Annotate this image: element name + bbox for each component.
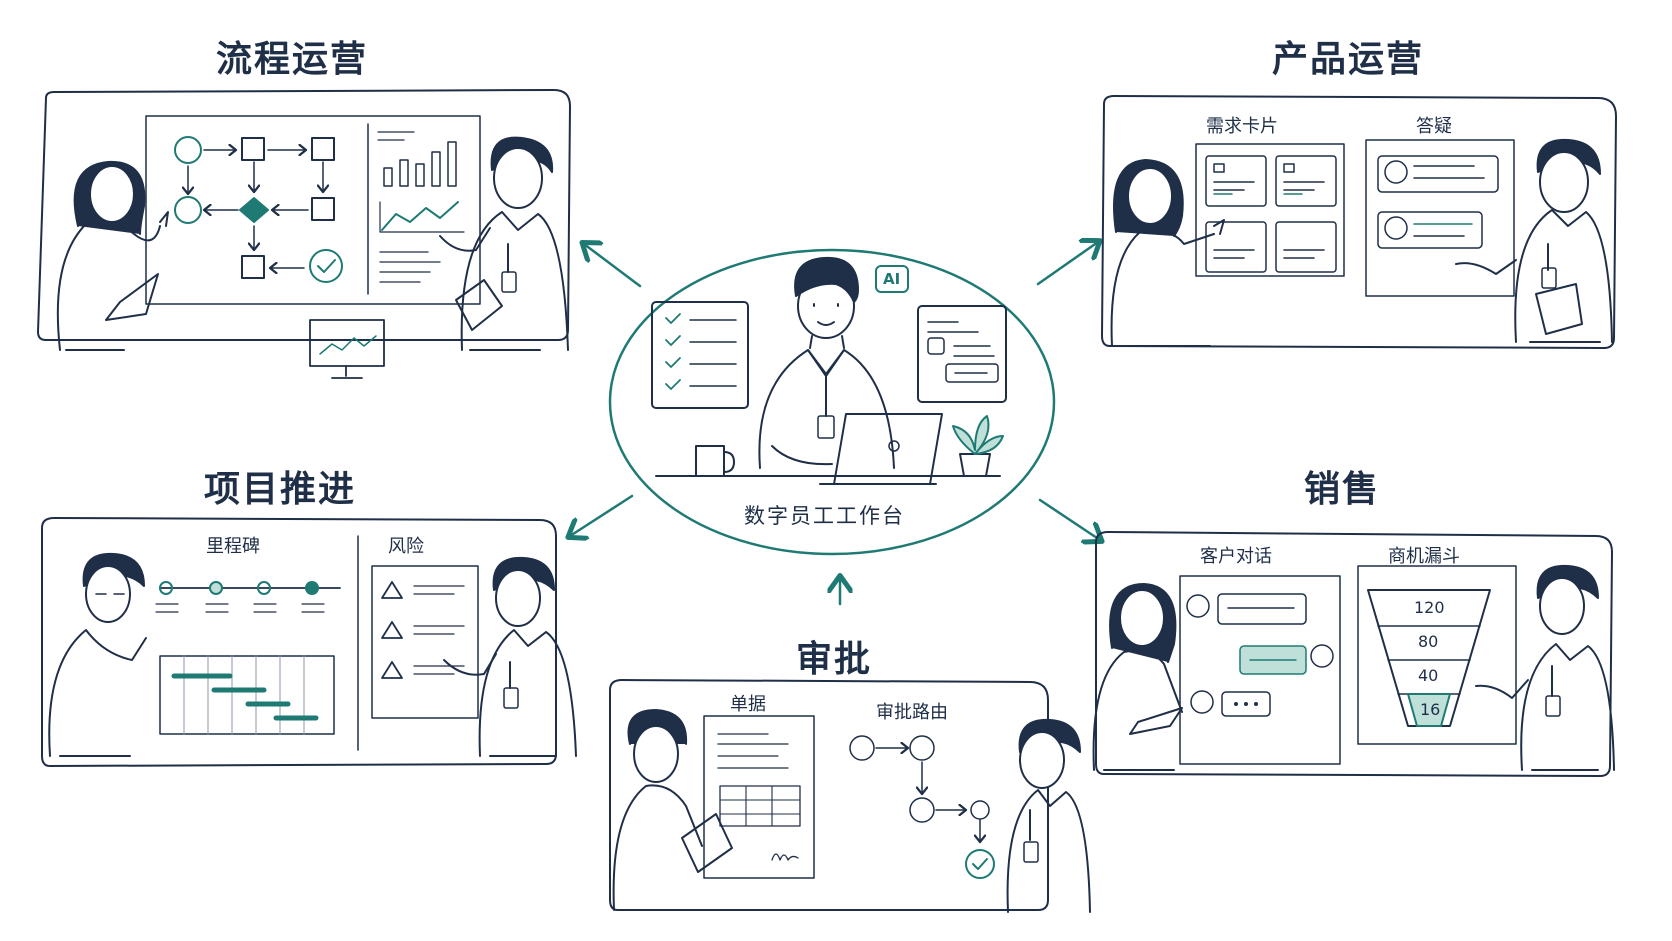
figure-woman [612, 709, 733, 911]
mug-icon [695, 445, 725, 477]
chat-card-icon [917, 305, 1007, 403]
label-qa: 答疑 [1416, 116, 1452, 137]
plant-icon [959, 453, 991, 477]
monitor-icon [309, 319, 385, 367]
figure-man [439, 136, 569, 351]
funnel-value-4: 16 [1420, 700, 1441, 719]
label-approval-route: 审批路由 [876, 702, 948, 723]
label-milestones: 里程碑 [206, 536, 260, 557]
title-approval: 审批 [796, 639, 873, 680]
title-sales: 销售 [1304, 469, 1381, 510]
panel-approval [609, 679, 1091, 913]
funnel-value-2: 80 [1418, 632, 1439, 651]
funnel-value-3: 40 [1418, 666, 1439, 685]
figure-man [1475, 564, 1615, 771]
checklist-icon [651, 301, 749, 409]
figure-man [1006, 718, 1091, 913]
title-project: 项目推进 [204, 469, 357, 510]
figure-woman [56, 160, 169, 351]
funnel-value-1: 120 [1414, 598, 1445, 617]
figure-woman [1092, 583, 1183, 771]
figure-thinking-man [48, 552, 147, 757]
figure-woman [1110, 159, 1225, 347]
panel-project [41, 517, 577, 767]
title-product-ops: 产品运营 [1272, 39, 1425, 80]
label-sales-funnel: 商机漏斗 [1388, 546, 1460, 567]
ai-badge-label: AI [883, 270, 901, 288]
figure-man [1455, 138, 1613, 343]
sales-funnel [1367, 589, 1491, 727]
label-requirement-cards: 需求卡片 [1206, 116, 1278, 137]
label-documents: 单据 [730, 694, 766, 715]
title-process-ops: 流程运营 [216, 39, 369, 80]
connector-arrows [570, 242, 1100, 606]
center-caption: 数字员工工作台 [744, 504, 905, 528]
panel-product-ops [1101, 95, 1617, 349]
label-risks: 风险 [388, 536, 424, 557]
center-workbench [608, 248, 1056, 556]
panel-process-ops [37, 89, 571, 379]
label-customer-chat: 客户对话 [1200, 546, 1272, 567]
digital-employee-figure [758, 256, 895, 469]
ai-badge-icon [875, 265, 909, 293]
figure-man [443, 556, 577, 757]
panel-sales [1092, 531, 1615, 777]
